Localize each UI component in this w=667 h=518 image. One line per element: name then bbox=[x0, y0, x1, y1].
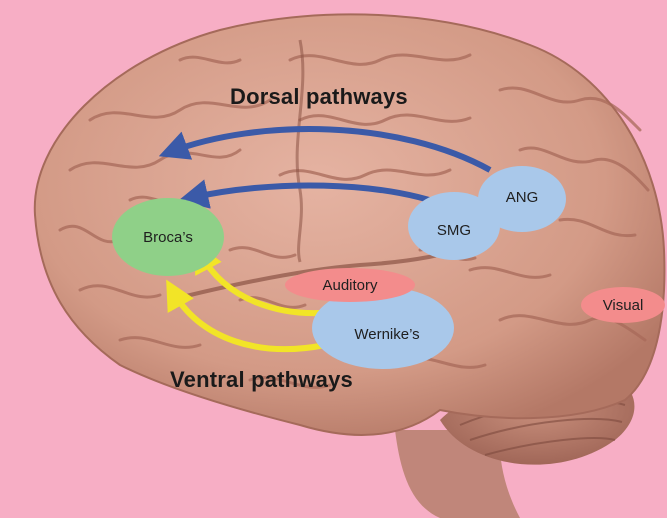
smg-region: SMG bbox=[408, 192, 500, 260]
brocas-area: Broca’s bbox=[112, 198, 224, 276]
ventral-pathways-label: Ventral pathways bbox=[170, 367, 353, 393]
auditory-label: Auditory bbox=[322, 277, 377, 294]
visual-region: Visual bbox=[581, 287, 665, 323]
dorsal-pathways-label: Dorsal pathways bbox=[230, 84, 408, 110]
brocas-label: Broca’s bbox=[143, 229, 193, 246]
visual-label: Visual bbox=[603, 297, 644, 314]
wernikes-label: Wernike’s bbox=[354, 326, 419, 343]
auditory-region: Auditory bbox=[285, 268, 415, 302]
smg-label: SMG bbox=[437, 222, 471, 239]
ang-label: ANG bbox=[506, 189, 539, 206]
